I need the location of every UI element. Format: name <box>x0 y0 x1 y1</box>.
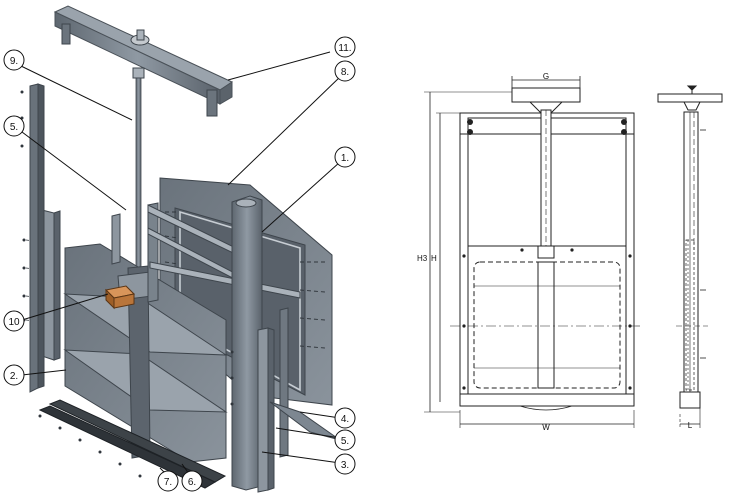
gate-disc <box>63 243 228 463</box>
callout-2: 2. <box>3 364 25 386</box>
callout-1: 1. <box>334 146 356 168</box>
callout-6: 6. <box>181 470 203 492</box>
leader-lines <box>20 51 343 479</box>
callout-10: 10 <box>3 310 25 332</box>
yoke-beam <box>53 5 234 117</box>
callout-5-top: 5. <box>3 115 25 137</box>
callout-4: 4. <box>334 407 356 429</box>
svg-text:1.: 1. <box>341 153 349 164</box>
left-guide-rail <box>22 209 61 361</box>
front-view-labels: G H3 H W <box>417 72 550 432</box>
svg-text:10: 10 <box>8 317 20 328</box>
dim-w-label: W <box>542 423 550 432</box>
callout-5-bottom: 5. <box>334 429 356 451</box>
dim-l-label: L <box>688 421 693 430</box>
svg-text:8.: 8. <box>341 67 349 78</box>
dim-g-label: G <box>543 72 549 81</box>
svg-text:6.: 6. <box>188 477 196 488</box>
callout-11: 11. <box>334 36 356 58</box>
exploded-view: 11. 9. 8. 5. 1. 10 <box>3 5 356 493</box>
svg-text:4.: 4. <box>341 414 349 425</box>
svg-text:3.: 3. <box>341 460 349 471</box>
side-view-labels: L <box>688 421 693 430</box>
frame-rails <box>111 202 301 303</box>
svg-text:7.: 7. <box>164 477 172 488</box>
callout-3: 3. <box>334 453 356 475</box>
svg-text:5.: 5. <box>341 436 349 447</box>
side-view <box>657 85 723 428</box>
left-post <box>20 83 45 393</box>
callouts: 11. 9. 8. 5. 1. 10 <box>3 36 356 492</box>
dim-h3-label: H3 <box>417 254 428 263</box>
svg-text:5.: 5. <box>10 122 18 133</box>
svg-text:2.: 2. <box>10 371 18 382</box>
callout-8: 8. <box>334 60 356 82</box>
spindle-nut <box>104 285 136 310</box>
dim-h-label: H <box>431 254 437 263</box>
bottom-seal <box>38 399 227 489</box>
right-guide-rail <box>257 307 289 493</box>
callout-7: 7. <box>157 470 179 492</box>
front-post <box>230 195 263 491</box>
svg-text:9.: 9. <box>10 56 18 67</box>
svg-text:11.: 11. <box>338 43 351 54</box>
front-view <box>424 76 640 428</box>
spindle <box>132 67 145 279</box>
callout-9: 9. <box>3 49 25 71</box>
